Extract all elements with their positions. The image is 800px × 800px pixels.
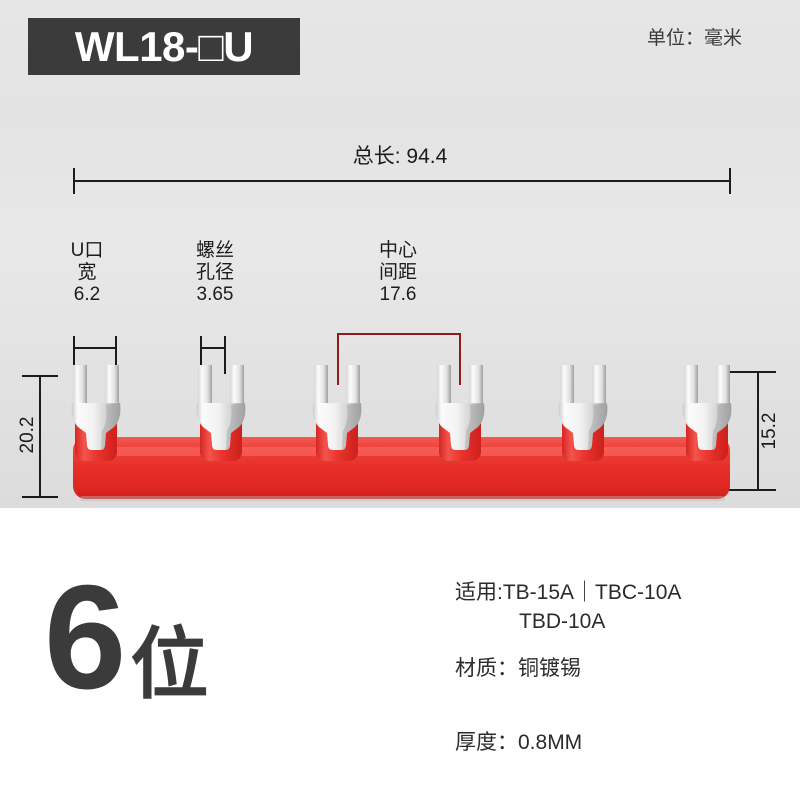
- screw-hole-value: 3.65: [196, 284, 234, 306]
- total-length-tick-left: [73, 168, 75, 194]
- model-badge-label: WL18-□U: [74, 22, 254, 70]
- u-width-name-line2: 宽: [77, 262, 97, 284]
- terminal-height-cap-top: [726, 371, 776, 373]
- position-count-unit: 位: [130, 619, 209, 708]
- center-spacing-name-line2: 间距: [378, 262, 417, 284]
- center-spacing-label: 中心 间距 17.6: [338, 240, 458, 306]
- spec-material: 材质：铜镀锡: [455, 657, 581, 680]
- screw-hole-name-line1: 螺丝: [195, 240, 234, 261]
- screw-hole-label: 螺丝 孔径 3.65: [172, 240, 258, 306]
- u-width-leader-left: [73, 336, 75, 374]
- overall-height-cap-top: [22, 375, 58, 377]
- photo-panel: [0, 0, 800, 508]
- screw-hole-name-line2: 孔径: [195, 262, 234, 284]
- position-count: 6 位: [44, 555, 209, 720]
- spec-applies: 适用:TB-15A｜TBC-10A: [455, 581, 682, 604]
- unit-note: 单位：毫米: [646, 28, 742, 49]
- spec-applies-secondary: TBD-10A: [519, 610, 606, 633]
- terminal-height-line: [757, 371, 759, 490]
- overall-height-cap-bottom: [22, 496, 58, 498]
- center-spacing-leader-right: [459, 333, 461, 385]
- position-count-number: 6: [44, 555, 126, 720]
- center-spacing-bracket: [337, 333, 460, 335]
- total-length-tick-right: [729, 168, 731, 194]
- u-width-leader-right: [115, 336, 117, 374]
- u-width-label: U口 宽 6.2: [48, 240, 126, 306]
- screw-hole-bracket: [200, 347, 226, 349]
- busbar-product-image: [71, 365, 732, 501]
- u-width-name-line1: U口: [70, 240, 104, 261]
- center-spacing-value: 17.6: [379, 284, 417, 306]
- overall-height-line: [39, 375, 41, 497]
- screw-hole-leader-right: [224, 336, 226, 374]
- total-length-label: 总长: 94.4: [352, 145, 448, 168]
- spec-thickness: 厚度：0.8MM: [455, 731, 583, 754]
- model-badge: WL18-□U: [28, 18, 300, 75]
- specifications: 适用:TB-15A｜TBC-10A TBD-10A 材质：铜镀锡 厚度：0.8M…: [455, 576, 785, 756]
- screw-hole-leader-left: [200, 336, 202, 374]
- center-spacing-leader-left: [337, 333, 339, 385]
- u-width-bracket: [73, 347, 117, 349]
- u-width-value: 6.2: [73, 284, 101, 306]
- terminal-height-cap-bottom: [726, 489, 776, 491]
- total-length-line: [73, 180, 730, 182]
- center-spacing-name-line1: 中心: [378, 240, 417, 261]
